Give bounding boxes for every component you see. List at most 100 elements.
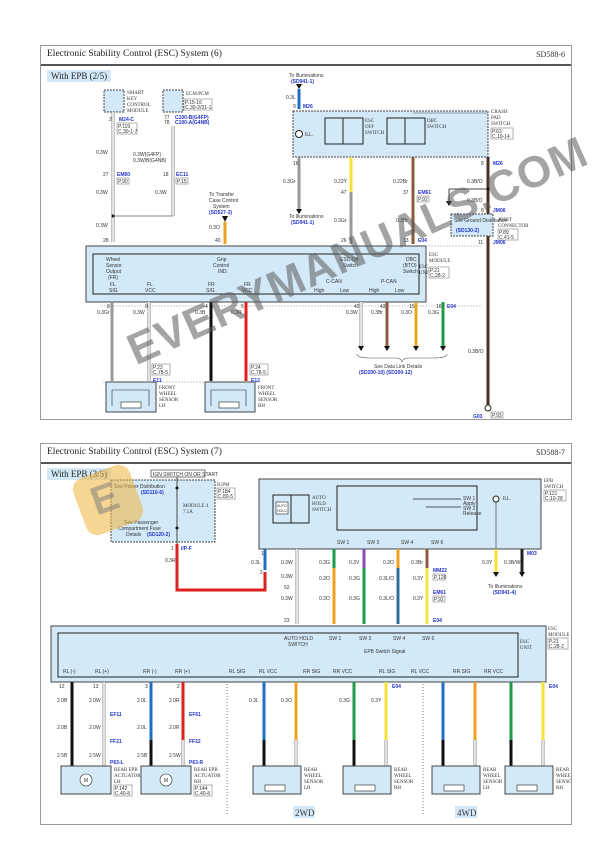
svg-text:0.3B/O: 0.3B/O — [468, 349, 484, 355]
svg-text:P.15-16: P.15-16 — [185, 100, 202, 106]
svg-text:8: 8 — [481, 208, 484, 214]
svg-text:FL: FL — [147, 282, 153, 288]
svg-text:ESC: ESC — [429, 253, 439, 258]
svg-text:FL: FL — [110, 282, 116, 288]
svg-text:P.93: P.93 — [492, 413, 502, 419]
svg-text:52: 52 — [284, 585, 290, 591]
svg-text:0.3W: 0.3W — [96, 223, 108, 229]
svg-text:12: 12 — [59, 684, 65, 690]
svg-text:SENSOR: SENSOR — [258, 398, 278, 403]
svg-text:RL VCC: RL VCC — [259, 669, 278, 675]
svg-text:SWITCH: SWITCH — [288, 642, 308, 648]
svg-text:UNIT: UNIT — [419, 271, 431, 276]
svg-text:0.3W: 0.3W — [346, 310, 358, 316]
variant-label: With EPB (2/5) — [47, 70, 112, 82]
svg-text:0.3O: 0.3O — [383, 560, 394, 566]
svg-text:SW 6: SW 6 — [422, 636, 434, 642]
svg-text:0.3B/W: 0.3B/W — [504, 560, 521, 566]
svg-text:2.0W: 2.0W — [89, 725, 101, 731]
svg-text:0.3W/B(G4NB): 0.3W/B(G4NB) — [133, 158, 167, 164]
svg-text:2: 2 — [109, 117, 112, 123]
svg-text:CRASH: CRASH — [491, 110, 508, 115]
svg-text:SW 6: SW 6 — [431, 540, 443, 546]
svg-text:I/P-F: I/P-F — [181, 546, 192, 552]
svg-text:DBC: DBC — [406, 257, 417, 263]
svg-text:RL (-): RL (-) — [63, 669, 76, 675]
svg-text:AUTO: AUTO — [312, 496, 326, 501]
svg-text:(SD130-2): (SD130-2) — [456, 228, 479, 234]
svg-text:REAR EPB: REAR EPB — [194, 768, 218, 773]
svg-text:System: System — [213, 204, 230, 210]
svg-text:0.3Y: 0.3Y — [413, 576, 424, 582]
svg-text:SWITCH: SWITCH — [427, 125, 447, 130]
svg-text:2: 2 — [177, 684, 180, 690]
svg-text:ESC: ESC — [365, 119, 375, 124]
svg-text:WHEEL: WHEEL — [483, 774, 501, 779]
svg-text:E04: E04 — [433, 618, 442, 624]
svg-text:E04: E04 — [392, 684, 401, 690]
svg-text:WHEEL: WHEEL — [556, 774, 571, 779]
svg-text:SW 2: SW 2 — [463, 506, 475, 512]
svg-text:KEY: KEY — [127, 97, 138, 102]
svg-text:To Illuminations: To Illuminations — [289, 214, 324, 220]
svg-text:P.144: P.144 — [195, 786, 208, 792]
svg-text:See Data Link Details: See Data Link Details — [374, 364, 423, 370]
svg-text:LH: LH — [159, 404, 166, 409]
svg-text:SWITCH: SWITCH — [491, 122, 511, 127]
svg-text:See Ground Distribution: See Ground Distribution — [454, 218, 508, 224]
svg-text:0.3G: 0.3G — [349, 596, 360, 602]
svg-text:C.78-5: C.78-5 — [153, 370, 168, 376]
svg-text:ACTUATOR: ACTUATOR — [114, 774, 141, 779]
svg-text:HOLD: HOLD — [312, 502, 326, 507]
svg-text:C.10-28: C.10-28 — [545, 496, 563, 502]
svg-text:2.0R: 2.0R — [169, 698, 180, 704]
svg-text:P.21: P.21 — [430, 268, 440, 274]
svg-text:JOINT: JOINT — [498, 218, 512, 223]
svg-text:LH: LH — [483, 786, 490, 791]
svg-text:0.3O: 0.3O — [209, 225, 220, 231]
svg-text:SW 1: SW 1 — [337, 540, 349, 546]
svg-text:ACTUATOR: ACTUATOR — [194, 774, 221, 779]
svg-text:C100-B(G4FP): C100-B(G4FP) — [175, 115, 209, 121]
svg-text:0.3W: 0.3W — [155, 190, 167, 196]
svg-text:DBC: DBC — [427, 119, 438, 124]
2wd-label: 2WD — [295, 808, 315, 818]
svg-text:P.21: P.21 — [549, 639, 559, 645]
svg-text:RL VCC: RL VCC — [411, 669, 430, 675]
svg-text:SW 1: SW 1 — [463, 496, 475, 502]
svg-text:SWITCH: SWITCH — [544, 485, 564, 490]
svg-text:0.3G: 0.3G — [339, 698, 350, 704]
svg-text:C.41-5: C.41-5 — [499, 235, 514, 241]
svg-text:P63-R: P63-R — [189, 760, 204, 766]
svg-text:IND.: IND. — [218, 269, 228, 275]
esc-module-7 — [50, 625, 547, 683]
svg-text:2.0W: 2.0W — [89, 698, 101, 704]
svg-text:M24-C: M24-C — [119, 117, 134, 123]
svg-text:0.3O: 0.3O — [401, 310, 412, 316]
svg-text:SENSOR: SENSOR — [304, 780, 324, 785]
svg-text:18: 18 — [163, 172, 169, 178]
smart-key-label: SMART — [127, 91, 144, 96]
svg-text:SENSOR: SENSOR — [556, 780, 571, 785]
svg-text:Switch: Switch — [403, 269, 418, 275]
svg-text:Sensor: Sensor — [106, 263, 122, 269]
svg-text:P.90: P.90 — [118, 179, 128, 185]
svg-text:CONNECTOR: CONNECTOR — [498, 224, 529, 229]
page-header: Electronic Stability Control (ESC) Syste… — [41, 46, 571, 66]
svg-text:43: 43 — [380, 304, 386, 310]
svg-text:0.3Y: 0.3Y — [482, 560, 493, 566]
svg-text:2.5W: 2.5W — [89, 753, 101, 759]
svg-text:(SD941-1): (SD941-1) — [291, 220, 314, 226]
svg-text:REAR: REAR — [483, 768, 497, 773]
svg-text:E04: E04 — [418, 238, 427, 244]
svg-text:P.142: P.142 — [115, 786, 128, 792]
svg-text:MM22: MM22 — [433, 568, 447, 574]
svg-text:0.3O: 0.3O — [319, 576, 330, 582]
svg-text:WHEEL: WHEEL — [304, 774, 322, 779]
svg-text:0.3W: 0.3W — [96, 190, 108, 196]
svg-text:2.5B: 2.5B — [137, 753, 148, 759]
svg-text:CONTROL: CONTROL — [127, 103, 151, 108]
svg-text:C.28-2: C.28-2 — [430, 273, 445, 279]
svg-text:0.3W: 0.3W — [281, 560, 293, 566]
svg-text:WHEEL: WHEEL — [394, 774, 412, 779]
